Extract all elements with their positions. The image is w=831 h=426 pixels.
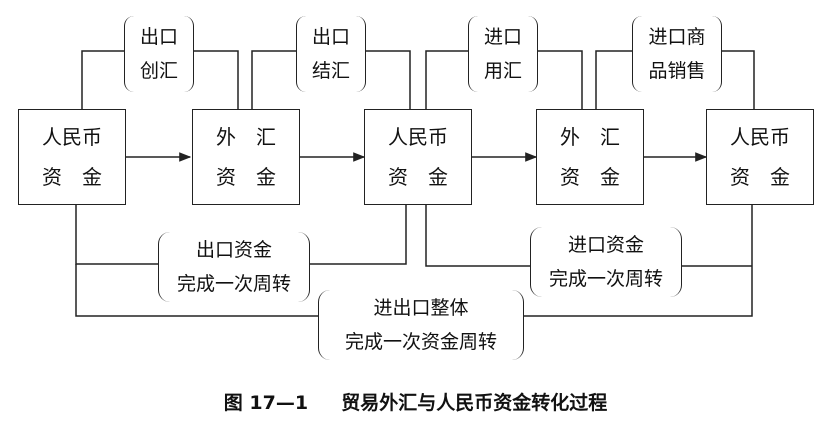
caption-gap xyxy=(315,392,335,414)
import-goods-sales-label: 进口商 品销售 xyxy=(632,16,722,92)
top-label-2-line2: 结汇 xyxy=(311,60,350,82)
export-funds-cycle-label: 出口资金 完成一次周转 xyxy=(158,232,310,302)
rmb-funds-box-3: 人民币 资 金 xyxy=(706,109,814,205)
import-cycle-line1: 进口资金 xyxy=(567,234,644,256)
overall-cycle-line1: 进出口整体 xyxy=(373,297,469,319)
box-1-line1: 人民币 xyxy=(42,125,102,149)
box-4-line1: 外 汇 xyxy=(560,125,620,149)
top-label-3-line2: 用汇 xyxy=(483,60,522,82)
box-3-line2: 资 金 xyxy=(388,165,448,189)
box-4-line2: 资 金 xyxy=(560,165,620,189)
import-use-forex-label: 进口 用汇 xyxy=(468,16,538,92)
import-funds-cycle-label: 进口资金 完成一次周转 xyxy=(530,227,682,297)
figure-title: 贸易外汇与人民币资金转化过程 xyxy=(341,392,608,414)
box-1-line2: 资 金 xyxy=(42,165,102,189)
import-cycle-line2: 完成一次周转 xyxy=(548,268,663,290)
figure-number: 图 17—1 xyxy=(223,392,309,414)
box-2-line2: 资 金 xyxy=(216,165,276,189)
export-cycle-line2: 完成一次周转 xyxy=(176,273,291,295)
export-cycle-line1: 出口资金 xyxy=(195,239,272,261)
rmb-funds-box-1: 人民币 资 金 xyxy=(18,109,126,205)
export-earn-forex-label: 出口 创汇 xyxy=(124,16,194,92)
figure-caption: 图 17—1 贸易外汇与人民币资金转化过程 xyxy=(0,388,831,415)
top-label-4-line2: 品销售 xyxy=(648,60,706,82)
top-label-1-line1: 出口 xyxy=(139,26,178,48)
forex-funds-box-2: 外 汇 资 金 xyxy=(536,109,644,205)
box-2-line1: 外 汇 xyxy=(216,125,276,149)
overall-funds-cycle-label: 进出口整体 完成一次资金周转 xyxy=(318,290,524,360)
top-label-4-line1: 进口商 xyxy=(648,26,706,48)
box-5-line2: 资 金 xyxy=(730,165,790,189)
rmb-funds-box-2: 人民币 资 金 xyxy=(364,109,472,205)
box-5-line1: 人民币 xyxy=(730,125,790,149)
box-3-line1: 人民币 xyxy=(388,125,448,149)
top-label-1-line2: 创汇 xyxy=(139,60,178,82)
overall-cycle-line2: 完成一次资金周转 xyxy=(344,331,497,353)
forex-funds-box-1: 外 汇 资 金 xyxy=(192,109,300,205)
top-label-3-line1: 进口 xyxy=(483,26,522,48)
top-label-2-line1: 出口 xyxy=(311,26,350,48)
export-settle-forex-label: 出口 结汇 xyxy=(296,16,366,92)
